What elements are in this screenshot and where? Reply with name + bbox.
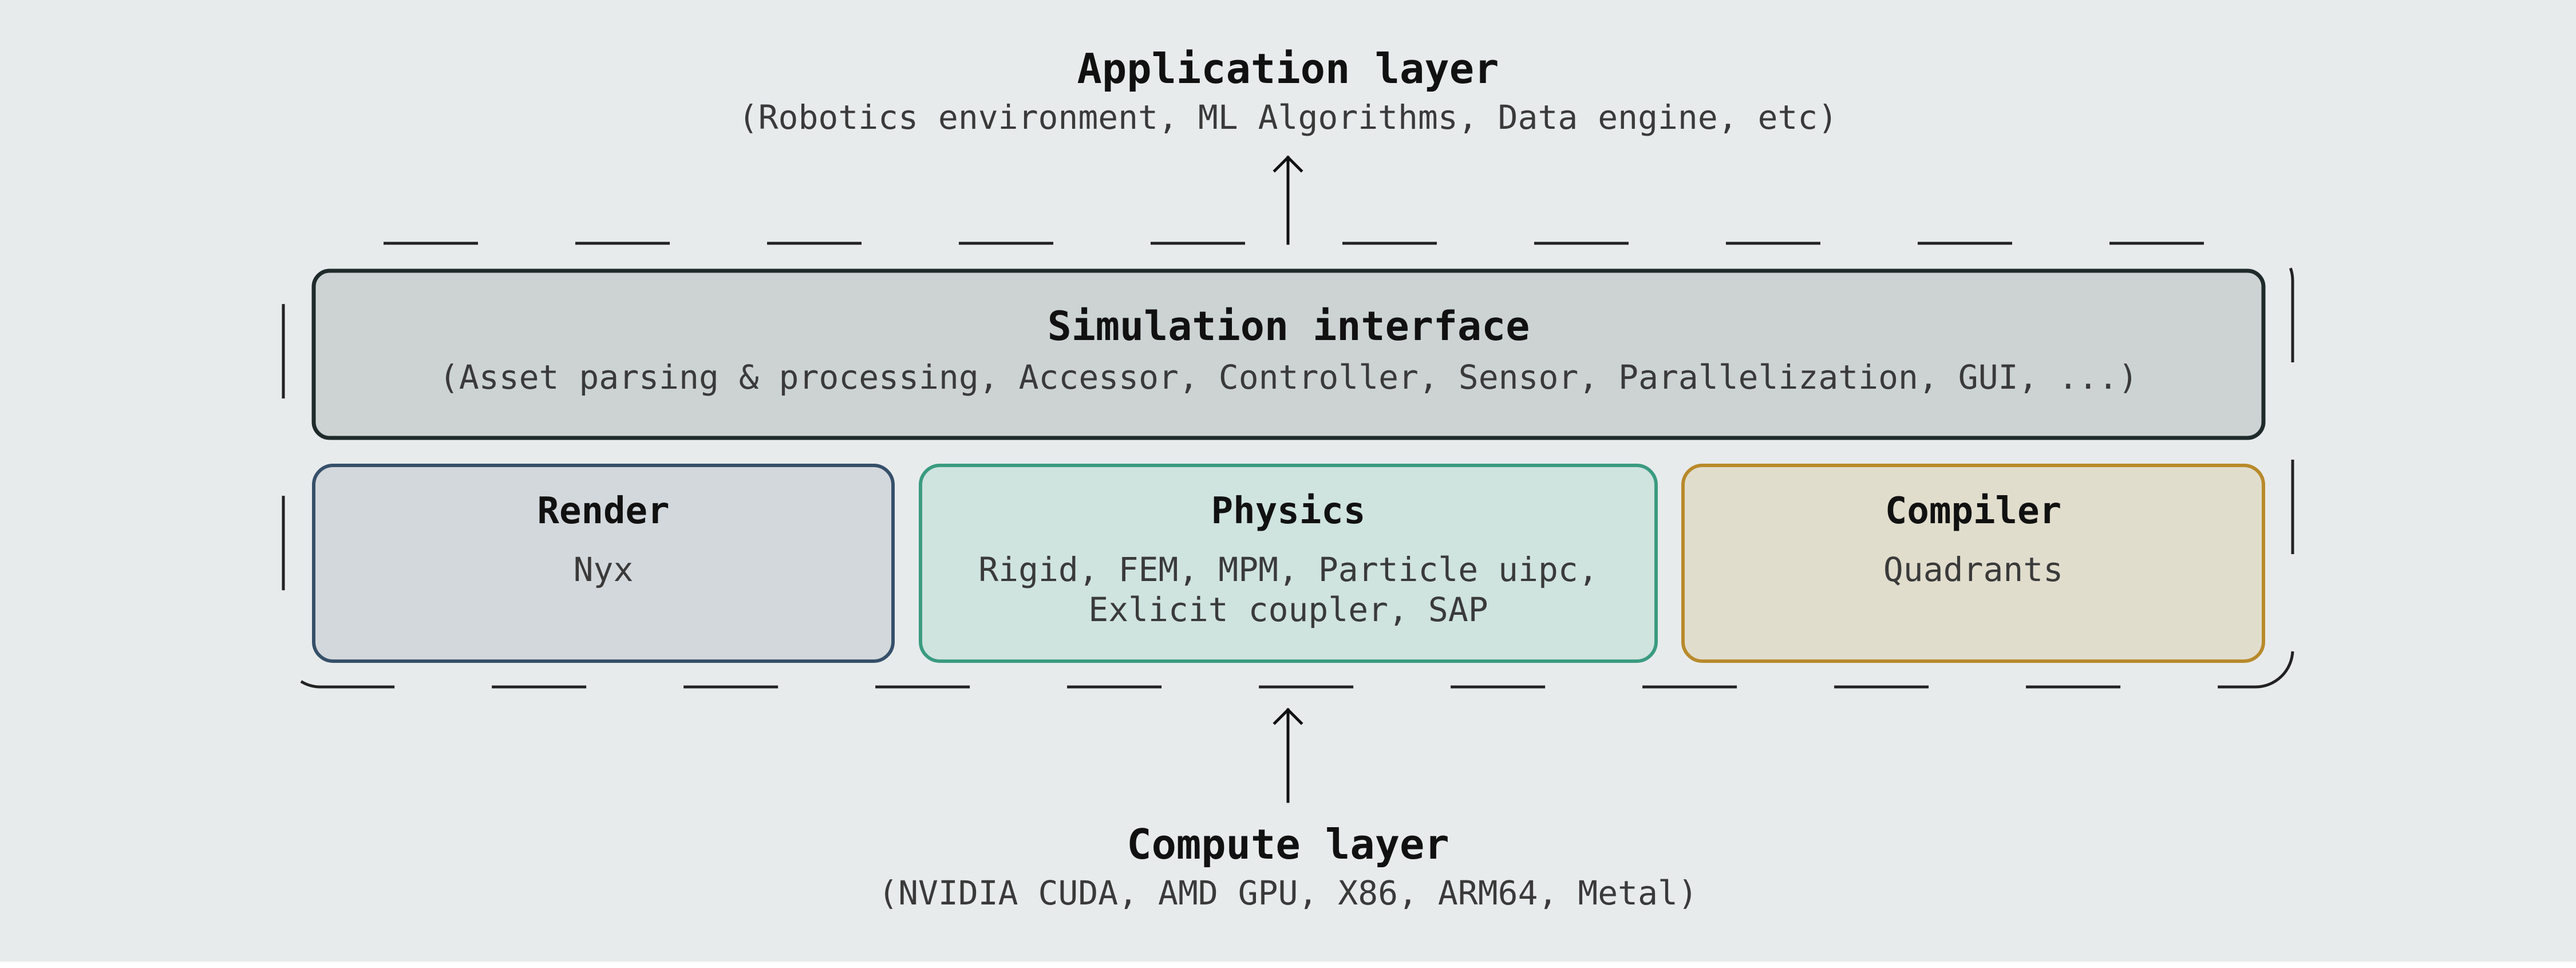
arrow-to-application-layer — [1273, 155, 1303, 245]
simulation-interface-box — [311, 268, 2266, 440]
render-engine-name: Nyx — [573, 550, 634, 589]
physics-title: Physics — [1211, 490, 1366, 532]
compiler-name: Quadrants — [1883, 550, 2064, 589]
simulation-interface-subtitle: (Asset parsing & processing, Accessor, C… — [438, 358, 2139, 397]
compute-layer-title: Compute layer — [1127, 820, 1449, 868]
arrow-from-compute-layer — [1273, 708, 1303, 803]
engine-dashed-frame — [282, 242, 2294, 689]
physics-box — [919, 464, 1658, 663]
render-title: Render — [537, 490, 670, 532]
application-layer-title: Application layer — [1077, 45, 1499, 93]
bottom-margin — [0, 962, 2576, 968]
physics-solvers-line-2: Exlicit coupler, SAP — [1088, 590, 1488, 629]
compiler-box — [1681, 464, 2265, 663]
compute-layer-subtitle: (NVIDIA CUDA, AMD GPU, X86, ARM64, Metal… — [878, 874, 1698, 912]
application-layer-subtitle: (Robotics environment, ML Algorithms, Da… — [738, 98, 1838, 137]
compiler-title: Compiler — [1884, 490, 2062, 532]
render-box — [312, 464, 895, 663]
physics-solvers-line-1: Rigid, FEM, MPM, Particle uipc, — [978, 550, 1598, 589]
simulation-interface-title: Simulation interface — [1047, 303, 1530, 350]
